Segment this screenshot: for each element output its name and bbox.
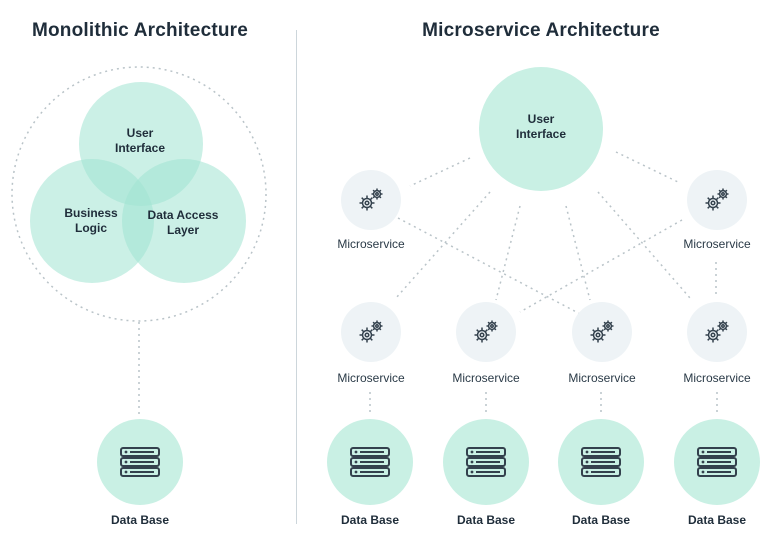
microservice-database-label-2: Data Base [456, 513, 516, 527]
microservice-database-label-3: Data Base [571, 513, 631, 527]
monolith-database [97, 419, 183, 505]
microservice-node-4 [456, 302, 516, 362]
ui-link-svc1 [409, 157, 471, 187]
server-stack-icon [581, 447, 621, 477]
cross-link-b [519, 219, 683, 313]
ui-link-svc5 [565, 205, 591, 301]
gears-icon [359, 320, 383, 343]
server-stack-icon [120, 447, 160, 477]
microservice-node-6 [687, 302, 747, 362]
gears-icon [359, 188, 383, 211]
ui-link-svc2 [615, 151, 679, 183]
microservice-node-2 [687, 170, 747, 230]
ui-link-svc3 [395, 191, 491, 299]
microservice-label-5: Microservice [568, 371, 636, 385]
microservice-database-2 [443, 419, 529, 505]
ui-link-svc4 [495, 205, 521, 301]
monolithic-architecture-title: Monolithic Architecture [31, 20, 249, 41]
microservice-label-6: Microservice [683, 371, 751, 385]
microservice-database-3 [558, 419, 644, 505]
microservice-node-1 [341, 170, 401, 230]
ui-link-svc6 [597, 191, 691, 299]
microservice-label-3: Microservice [337, 371, 405, 385]
microservice-user-interface-circle [479, 67, 603, 191]
microservice-architecture-title: Microservice Architecture [422, 20, 660, 41]
data-access-layer-circle [122, 159, 246, 283]
business-logic-label: Business Logic [64, 206, 118, 235]
microservice-database-4 [674, 419, 760, 505]
server-stack-icon [350, 447, 390, 477]
data-access-layer-label: Data Access Layer [147, 208, 219, 237]
section-divider [296, 30, 297, 524]
monolith-boundary [11, 66, 267, 322]
microservice-node-3 [341, 302, 401, 362]
gears-icon [705, 320, 729, 343]
microservice-label-1: Microservice [337, 237, 405, 251]
microservice-user-interface-label: User Interface [515, 112, 567, 141]
microservice-label-4: Microservice [452, 371, 520, 385]
gears-icon [705, 188, 729, 211]
microservice-database-label-1: Data Base [340, 513, 400, 527]
microservice-database-1 [327, 419, 413, 505]
microservice-label-2: Microservice [683, 237, 751, 251]
gears-icon [474, 320, 498, 343]
monolith-database-label: Data Base [110, 513, 170, 527]
server-stack-icon [466, 447, 506, 477]
user-interface-label: User Interface [114, 126, 166, 155]
gears-icon [590, 320, 614, 343]
microservice-database-label-4: Data Base [687, 513, 747, 527]
microservice-node-5 [572, 302, 632, 362]
server-stack-icon [697, 447, 737, 477]
cross-link-a [397, 217, 585, 317]
